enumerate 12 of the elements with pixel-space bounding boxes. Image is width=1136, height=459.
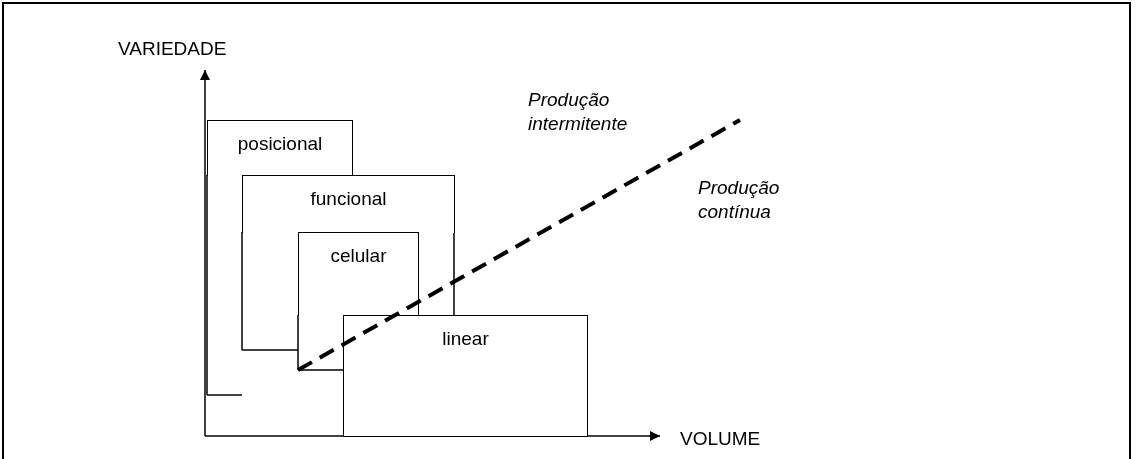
axis-label: VARIEDADE [118, 37, 227, 61]
box-label: posicional [237, 133, 323, 155]
box-label: linear [442, 328, 489, 350]
layout-box [207, 120, 353, 176]
axis-label: VOLUME [680, 427, 761, 451]
layout-box [343, 315, 588, 437]
box-label: celular [330, 245, 387, 267]
layout-box [298, 232, 419, 316]
region-label: Produção intermitente [528, 88, 629, 136]
region-label: Produção contínua [698, 176, 781, 224]
layout-box [242, 175, 455, 233]
box-label: funcional [310, 188, 387, 210]
